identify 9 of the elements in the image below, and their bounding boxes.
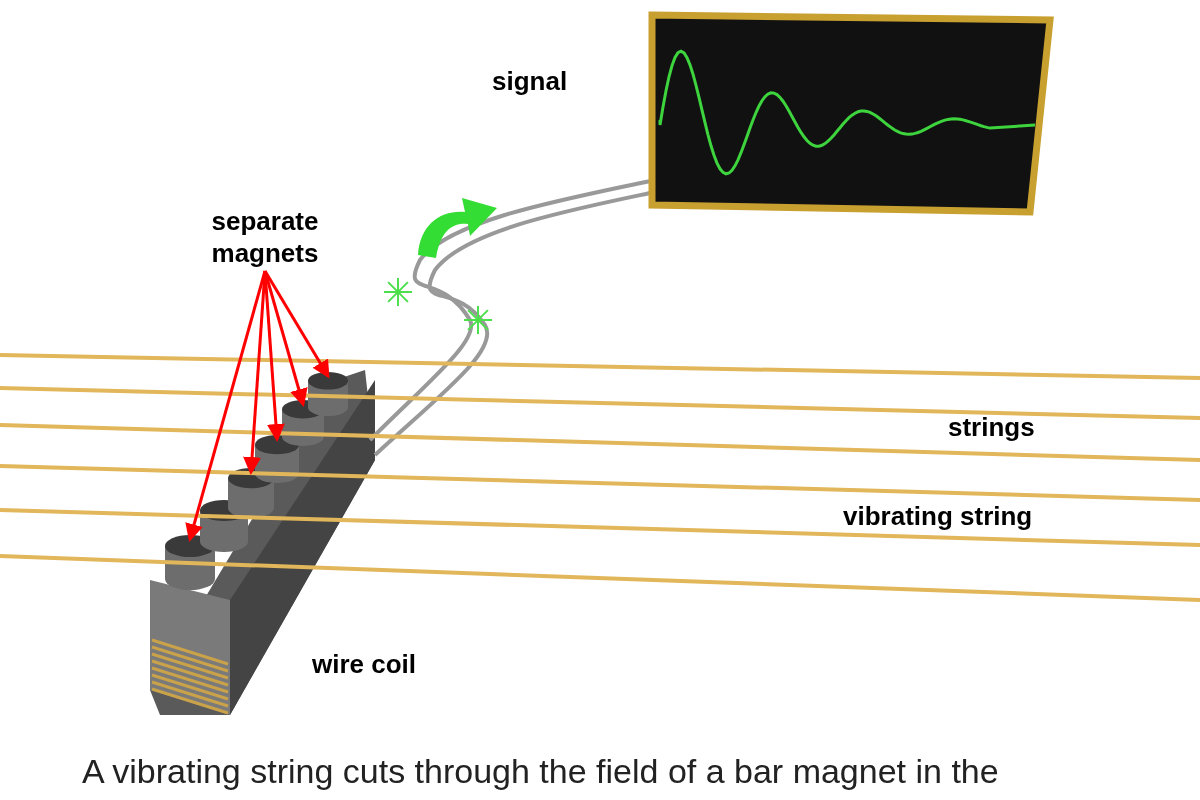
callout-label: separate magnets: [210, 205, 320, 269]
caption: A vibrating string cuts through the field of a bar magnet in the: [82, 752, 999, 791]
part-label: strings: [948, 411, 1035, 443]
arrow: [243, 270, 267, 475]
part-label: wire coil: [312, 648, 417, 680]
part-label: vibrating string: [843, 500, 1033, 532]
arrow: [263, 270, 330, 379]
part-label: signal: [492, 65, 568, 97]
arrow: [263, 270, 308, 407]
